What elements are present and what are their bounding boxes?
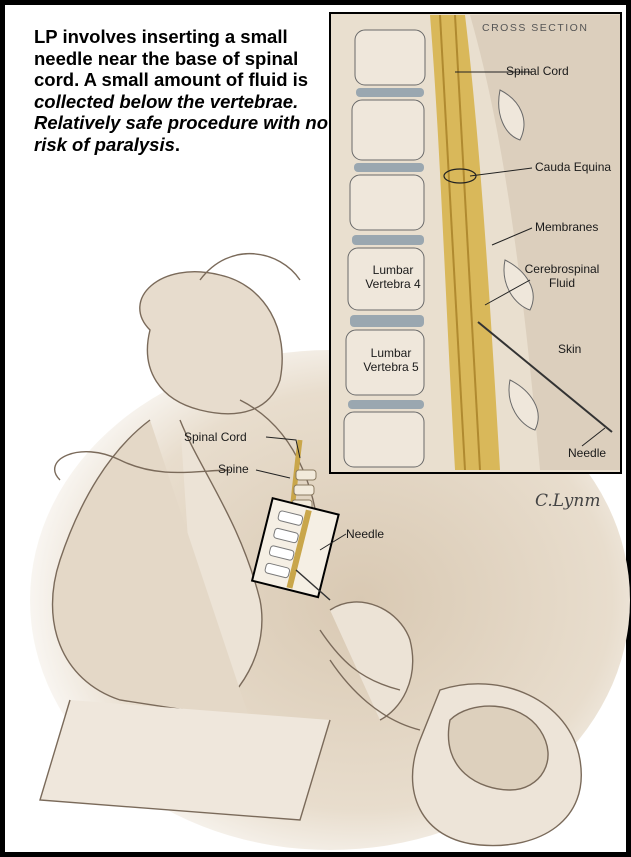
caption-text: LP involves inserting a small needle nea…: [34, 26, 334, 155]
label-lumbar-5: Lumbar Vertebra 5: [363, 346, 419, 374]
label-cauda-equina: Cauda Equina: [535, 160, 611, 174]
label-skin: Skin: [558, 342, 581, 356]
caption-italic: collected below the vertebrae. Relativel…: [34, 91, 328, 155]
cross-section-title: CROSS SECTION: [482, 22, 588, 34]
cross-section-inset: [330, 13, 621, 473]
label-membranes: Membranes: [535, 220, 598, 234]
artist-signature: C.Lynm: [535, 491, 600, 511]
label-spinal-cord-inset: Spinal Cord: [506, 64, 569, 78]
label-needle-inset: Needle: [568, 446, 606, 460]
label-spinal-cord-main: Spinal Cord: [184, 430, 247, 444]
caption-plain: LP involves inserting a small needle nea…: [34, 26, 308, 90]
label-csf: Cerebrospinal Fluid: [512, 262, 612, 290]
label-needle-main: Needle: [346, 527, 384, 541]
label-lumbar-4: Lumbar Vertebra 4: [365, 263, 421, 291]
label-spine: Spine: [218, 462, 249, 476]
caption-end: .: [175, 134, 180, 155]
